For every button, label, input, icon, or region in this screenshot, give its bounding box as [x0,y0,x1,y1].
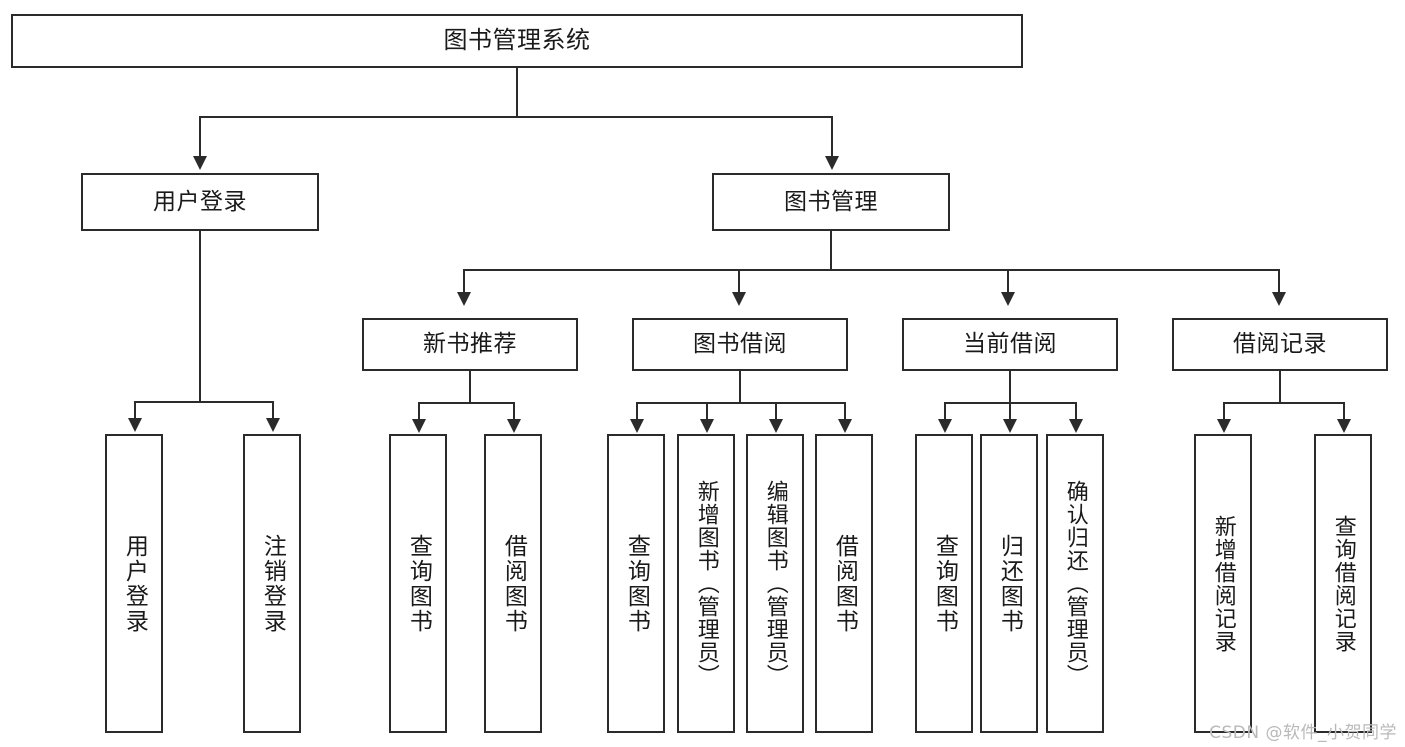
connector-drop-leaf-edit-book [775,402,777,420]
node-label: 查询图书 [623,533,650,634]
connector-drop-borrow-record [1278,269,1280,294]
arrow-leaf-borrow-book-2 [838,419,852,433]
watermark-text: CSDN @软件_小贺同学 [1209,723,1397,743]
node-root-system[interactable]: 图书管理系统 [11,14,1023,68]
connector-drop-new-book-recommend [463,269,465,294]
node-label: 借阅图书 [500,533,527,634]
node-label: 注销登录 [259,533,286,634]
arrow-borrow-record [1272,292,1286,306]
connector-drop-leaf-query-borrow-record [1343,402,1345,420]
connector-drop-leaf-borrow-book-2 [844,402,846,420]
arrow-current-borrow [1001,292,1015,306]
node-label: 查询图书 [931,533,958,634]
node-label: 当前借阅 [963,331,1057,358]
arrow-leaf-logout-login [266,418,280,432]
node-label: 新增借阅记录 [1210,514,1236,653]
connector-borrow-record-stem [1279,371,1281,404]
connector-drop-leaf-user-login [134,401,136,420]
connector-drop-leaf-logout-login [272,401,274,420]
node-label: 新增图书（管理员） [693,480,719,687]
node-label: 图书管理系统 [443,26,591,55]
connector-drop-book-borrow [738,269,740,294]
arrow-leaf-borrow-book-1 [507,419,521,433]
connector-drop-leaf-query-book-1 [418,402,420,420]
arrow-leaf-confirm-return [1069,419,1083,433]
leaf-logout-login[interactable]: 注销登录 [243,434,301,733]
connector-book-borrow-bus [636,402,844,404]
node-label: 查询图书 [405,533,432,634]
arrow-user-login [193,156,207,170]
node-label: 借阅记录 [1233,331,1327,358]
node-current-borrow[interactable]: 当前借阅 [902,318,1118,371]
arrow-book-borrow [732,292,746,306]
connector-new-book-recommend-stem [469,371,471,404]
connector-book-borrow-stem [739,371,741,404]
connector-drop-leaf-add-book [706,402,708,420]
connector-drop-leaf-borrow-book-1 [513,402,515,420]
leaf-query-book-2[interactable]: 查询图书 [607,434,665,733]
node-label: 图书借阅 [693,331,787,358]
node-book-borrow[interactable]: 图书借阅 [632,318,848,371]
arrow-new-book-recommend [457,292,471,306]
connector-drop-leaf-query-book-3 [944,402,946,420]
leaf-borrow-book-2[interactable]: 借阅图书 [815,434,873,733]
arrow-leaf-add-borrow-record [1217,419,1231,433]
node-label: 新书推荐 [423,331,517,358]
node-label: 编辑图书（管理员） [762,480,788,687]
node-label: 图书管理 [784,188,878,215]
arrow-leaf-add-book [700,419,714,433]
node-book-manage[interactable]: 图书管理 [712,173,950,231]
leaf-edit-book[interactable]: 编辑图书（管理员） [746,434,804,733]
leaf-query-book-1[interactable]: 查询图书 [389,434,447,733]
connector-borrow-record-bus [1223,402,1345,404]
connector-drop-user-login [199,116,201,158]
node-label: 归还图书 [996,533,1023,634]
connector-current-borrow-stem [1009,371,1011,404]
leaf-query-book-3[interactable]: 查询图书 [915,434,973,733]
arrow-leaf-query-book-1 [412,419,426,433]
node-label: 用户登录 [121,533,148,634]
connector-root-stem [516,68,518,116]
arrow-leaf-query-borrow-record [1337,419,1351,433]
arrow-leaf-edit-book [769,419,783,433]
leaf-query-borrow-record[interactable]: 查询借阅记录 [1314,434,1372,733]
node-label: 查询借阅记录 [1330,514,1356,653]
arrow-leaf-query-book-2 [630,419,644,433]
arrow-leaf-user-login [128,418,142,432]
node-label: 用户登录 [153,188,247,215]
connector-drop-leaf-confirm-return [1075,402,1077,420]
leaf-confirm-return[interactable]: 确认归还（管理员） [1046,434,1104,733]
leaf-return-book[interactable]: 归还图书 [980,434,1038,733]
connector-root-bus [199,116,833,118]
connector-drop-leaf-return-book [1009,402,1011,420]
leaf-add-book[interactable]: 新增图书（管理员） [677,434,735,733]
node-label: 借阅图书 [831,533,858,634]
node-label: 确认归还（管理员） [1062,480,1088,687]
connector-book-manage-bus [463,269,1280,271]
arrow-book-manage [825,156,839,170]
arrow-leaf-return-book [1003,419,1017,433]
connector-drop-book-manage [831,116,833,158]
connector-user-login-stem [199,231,201,403]
leaf-user-login[interactable]: 用户登录 [105,434,163,733]
connector-user-login-bus [134,401,274,403]
connector-new-book-recommend-bus [418,402,513,404]
connector-drop-leaf-query-book-2 [636,402,638,420]
leaf-borrow-book-1[interactable]: 借阅图书 [484,434,542,733]
arrow-leaf-query-book-3 [938,419,952,433]
connector-drop-leaf-add-borrow-record [1223,402,1225,420]
node-borrow-record[interactable]: 借阅记录 [1172,318,1388,371]
connector-book-manage-stem [830,231,832,271]
node-new-book-recommend[interactable]: 新书推荐 [362,318,578,371]
connector-drop-current-borrow [1007,269,1009,294]
node-user-login[interactable]: 用户登录 [81,173,319,231]
leaf-add-borrow-record[interactable]: 新增借阅记录 [1194,434,1252,733]
